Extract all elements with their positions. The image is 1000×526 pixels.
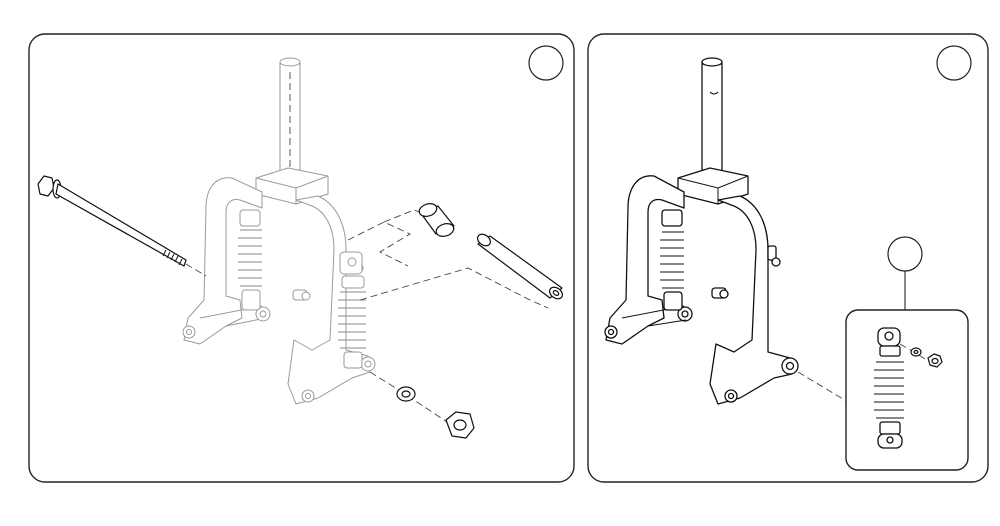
detail-inset-frame xyxy=(845,309,969,471)
panel-left-step-circle xyxy=(528,45,564,81)
panel-left-frame xyxy=(28,33,575,483)
detail-guide-line xyxy=(797,371,889,427)
panel-left-exploded-view xyxy=(28,33,575,483)
nut-icon xyxy=(445,411,475,439)
sleeve-icon xyxy=(476,233,564,300)
panel-right-step-circle xyxy=(936,45,972,81)
detail-callout-circle xyxy=(887,236,923,272)
assembly-guide-lines xyxy=(185,72,549,429)
shock-absorber-icon xyxy=(874,327,904,449)
fork-frame-icon xyxy=(604,57,799,405)
washer-icon xyxy=(396,386,416,402)
shock-absorber-installed xyxy=(660,209,684,311)
shock-absorber-front-ghost xyxy=(338,251,366,369)
detail-nut-icon xyxy=(927,353,943,368)
bolt-icon xyxy=(37,175,187,267)
detail-washer-icon xyxy=(910,347,922,357)
shock-absorber-rear-ghost xyxy=(238,209,262,311)
panel-right-assembled-view xyxy=(587,33,989,483)
spacer-icon xyxy=(418,203,455,237)
